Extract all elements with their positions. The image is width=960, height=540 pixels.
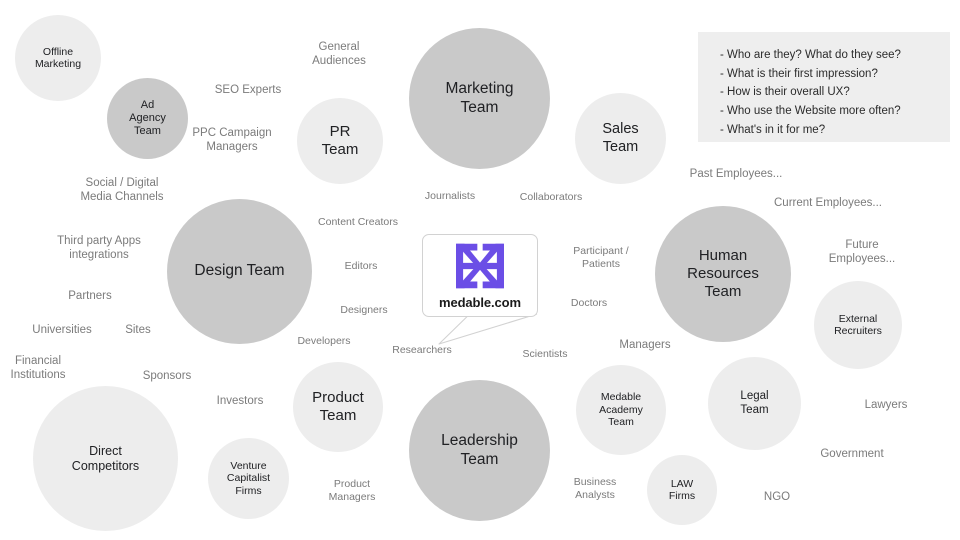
- bubble-label: Venture Capitalist Firms: [226, 459, 271, 497]
- bubble-offline-marketing[interactable]: Offline Marketing: [15, 15, 101, 101]
- bubble-marketing-team[interactable]: Marketing Team: [409, 28, 550, 169]
- bubble-label: Leadership Team: [441, 432, 518, 468]
- bubble-legal-team[interactable]: Legal Team: [708, 357, 801, 450]
- label-editors: Editors: [344, 260, 378, 272]
- bubble-label: Direct Competitors: [71, 443, 140, 473]
- bubble-label: PR Team: [321, 123, 359, 158]
- label-product-managers: Product Managers: [328, 478, 376, 503]
- label-seo-experts: SEO Experts: [214, 84, 282, 96]
- label-researchers: Researchers: [392, 344, 452, 356]
- bubble-label: Sales Team: [602, 121, 639, 155]
- label-third-party-apps-integrations: Third party Apps integrations: [57, 235, 141, 262]
- medable-bowtie-logo-icon: [456, 243, 504, 288]
- bubble-sales-team[interactable]: Sales Team: [575, 93, 666, 184]
- label-developers: Developers: [297, 335, 351, 347]
- bubble-ad-agency-team[interactable]: Ad Agency Team: [107, 78, 188, 159]
- label-journalists: Journalists: [424, 190, 476, 202]
- brand-card[interactable]: medable.com: [422, 234, 538, 317]
- bubble-direct-competitors[interactable]: Direct Competitors: [33, 386, 178, 531]
- bubble-design-team[interactable]: Design Team: [167, 199, 312, 344]
- bubble-human-resources-team[interactable]: Human Resources Team: [655, 206, 791, 342]
- bubble-pr-team[interactable]: PR Team: [297, 98, 383, 184]
- bubble-external-recruiters[interactable]: External Recruiters: [814, 281, 902, 369]
- label-sites: Sites: [125, 324, 151, 336]
- label-ppc-campaign-managers: PPC Campaign Managers: [192, 127, 272, 154]
- bubble-label: LAW Firms: [668, 477, 696, 502]
- label-sponsors: Sponsors: [142, 370, 192, 382]
- bubble-label: Product Team: [312, 389, 364, 424]
- label-designers: Designers: [340, 304, 388, 316]
- label-past-employees: Past Employees...: [689, 168, 783, 180]
- label-future-employees: Future Employees...: [828, 239, 896, 266]
- bubble-label: Human Resources Team: [687, 247, 759, 300]
- label-participant-patients: Participant / Patients: [573, 245, 629, 270]
- bubble-venture-capitalist-firms[interactable]: Venture Capitalist Firms: [208, 438, 289, 519]
- bubble-label: Medable Academy Team: [599, 391, 643, 429]
- label-business-analysts: Business Analysts: [573, 476, 617, 501]
- bubble-label: Ad Agency Team: [129, 99, 166, 137]
- bubble-leadership-team[interactable]: Leadership Team: [409, 380, 550, 521]
- label-partners: Partners: [68, 290, 112, 302]
- label-doctors: Doctors: [570, 297, 608, 309]
- bubble-label: Legal Team: [740, 389, 769, 416]
- bubble-label: Design Team: [194, 262, 285, 280]
- bubble-medable-academy-team[interactable]: Medable Academy Team: [576, 365, 666, 455]
- label-financial-institutions: Financial Institutions: [10, 355, 66, 382]
- brand-name: medable.com: [439, 294, 521, 310]
- label-investors: Investors: [216, 395, 264, 407]
- bubble-label: Offline Marketing: [34, 45, 82, 70]
- label-ngo: NGO: [763, 491, 791, 503]
- label-lawyers: Lawyers: [864, 399, 908, 411]
- label-scientists: Scientists: [522, 348, 568, 360]
- label-general-audiences: General Audiences: [312, 41, 366, 68]
- research-questions-note: - Who are they? What do they see? - What…: [698, 32, 950, 142]
- bubble-law-firms[interactable]: LAW Firms: [647, 455, 717, 525]
- bubble-label: Marketing Team: [445, 80, 514, 116]
- label-managers: Managers: [619, 339, 671, 351]
- bubble-label: External Recruiters: [834, 312, 882, 337]
- label-universities: Universities: [32, 324, 92, 336]
- label-collaborators: Collaborators: [519, 191, 583, 203]
- bubble-product-team[interactable]: Product Team: [293, 362, 383, 452]
- label-content-creators: Content Creators: [318, 216, 398, 228]
- label-current-employees: Current Employees...: [773, 197, 883, 209]
- label-social-digital-media-channels: Social / Digital Media Channels: [80, 177, 164, 204]
- label-government: Government: [820, 448, 884, 460]
